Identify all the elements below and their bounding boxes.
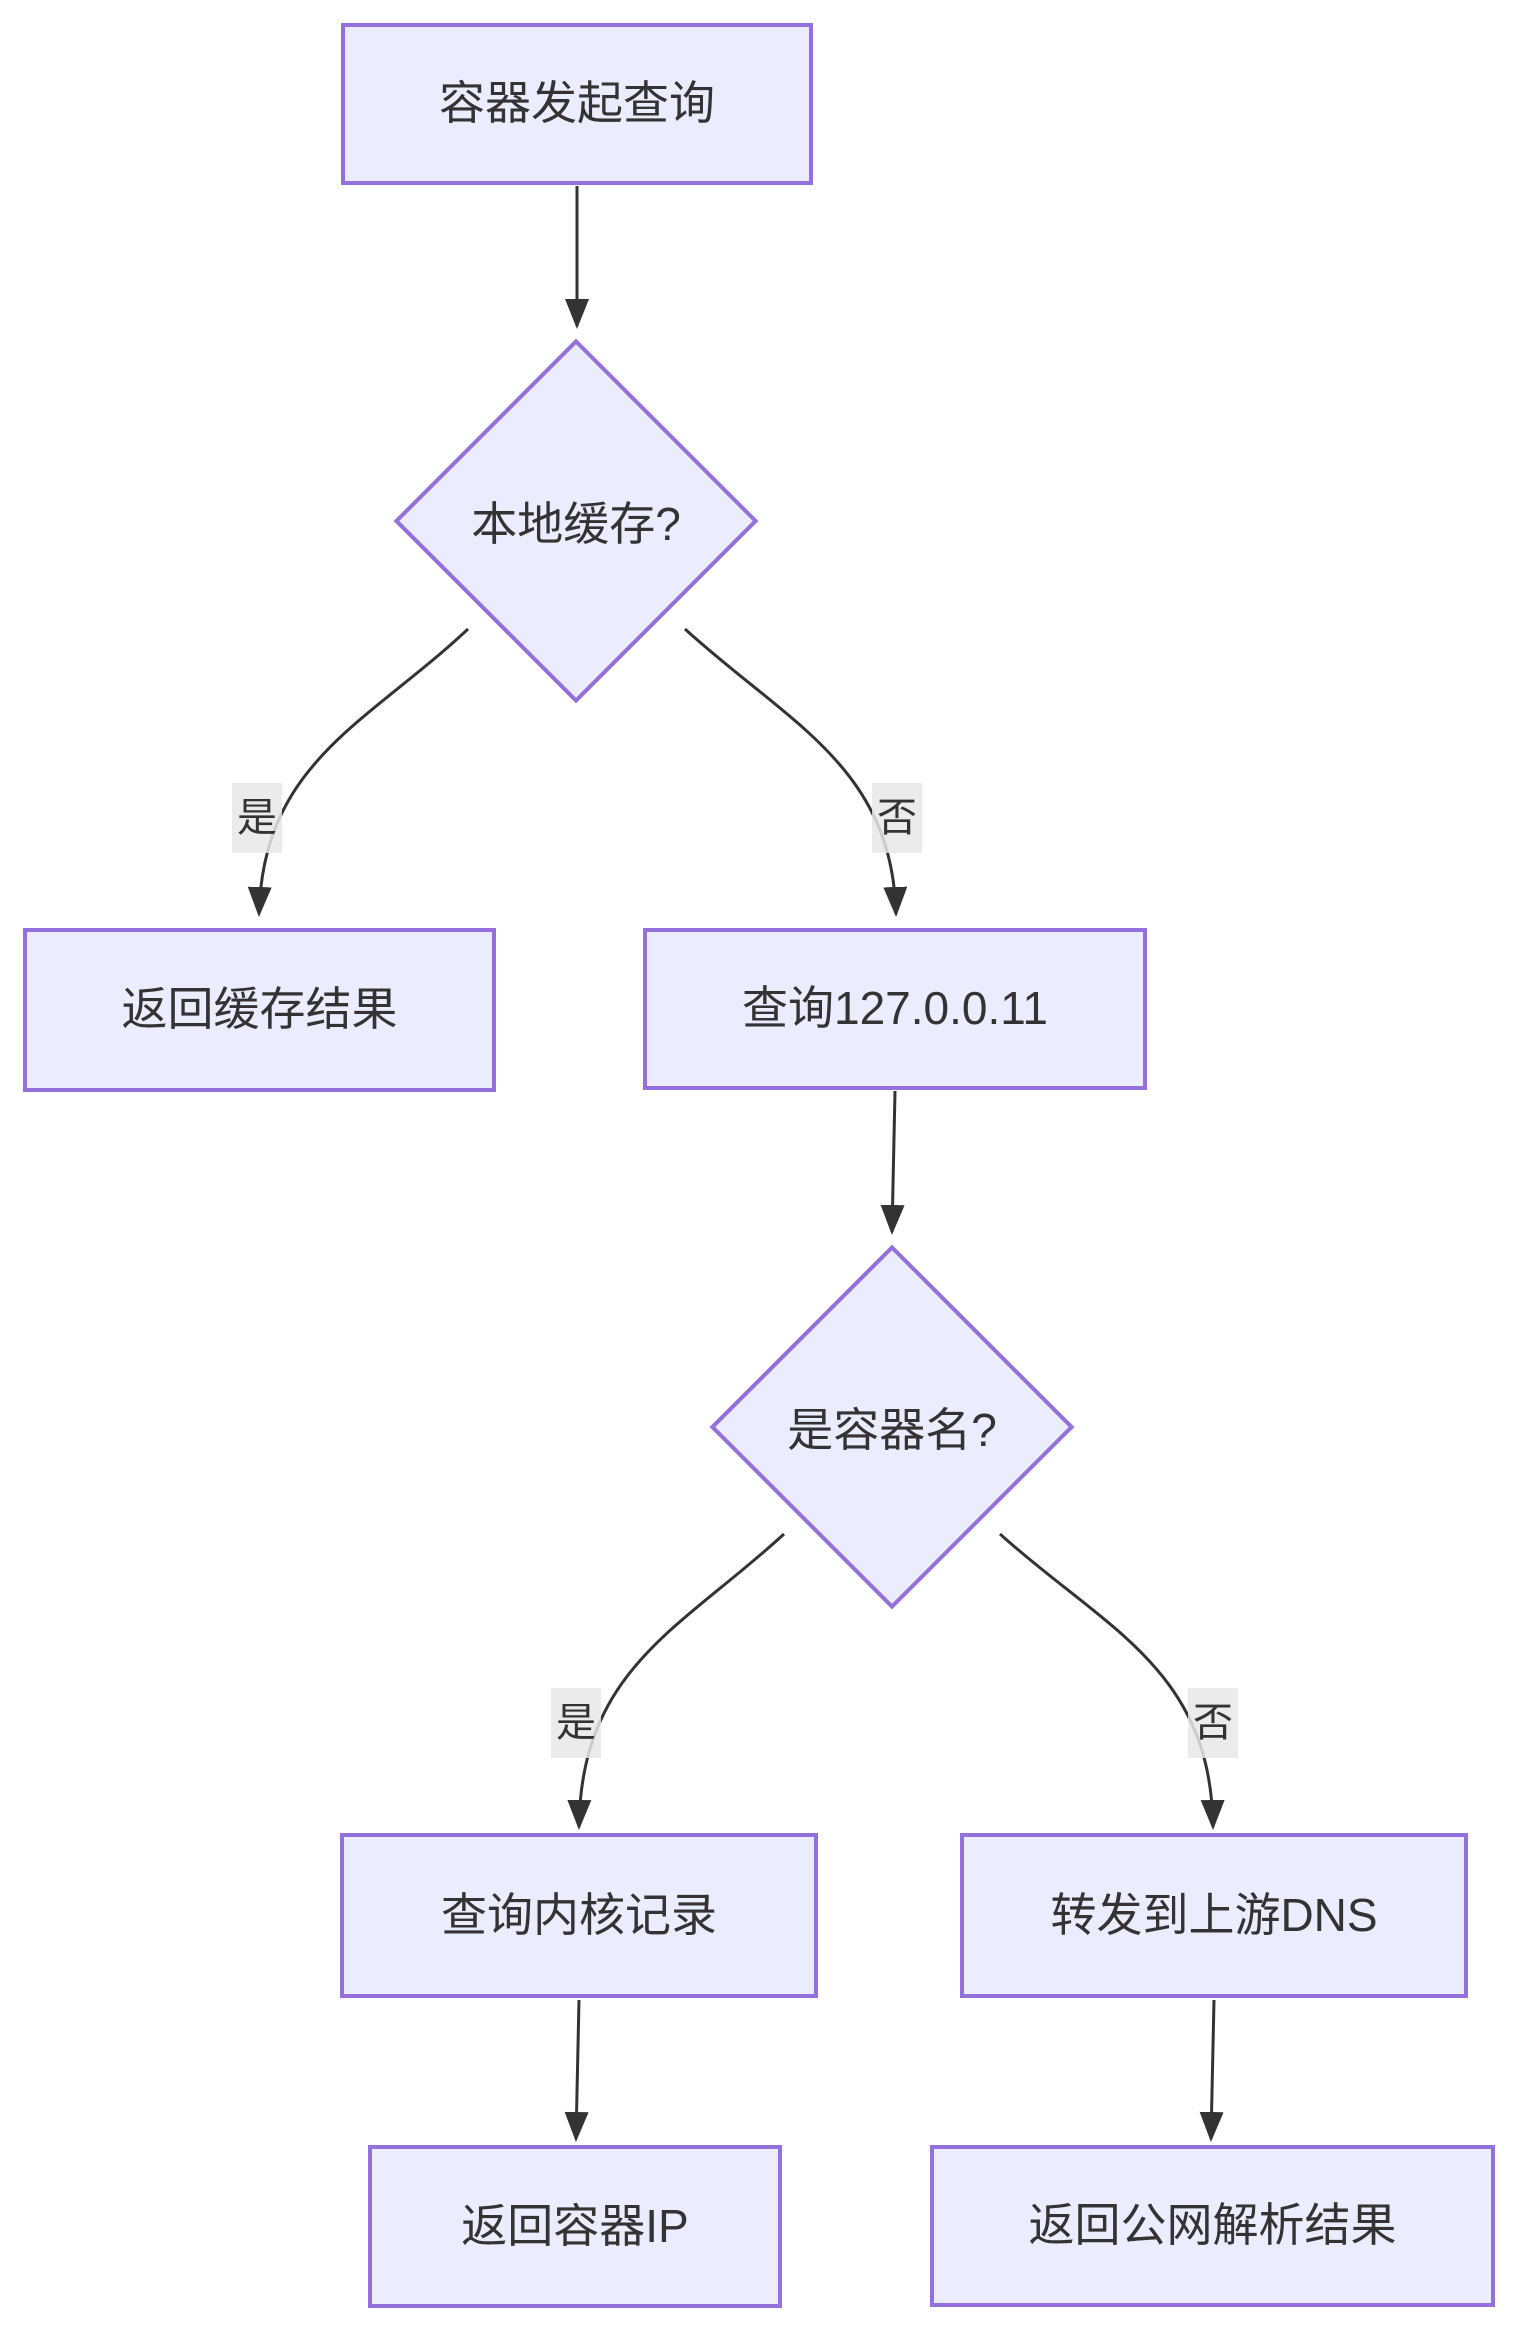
node-label: 返回缓存结果 — [121, 983, 398, 1036]
edge-forward-upstream-to-return-public-result — [1199, 1999, 1224, 2142]
node-return-container-ip: 返回容器IP — [368, 2145, 782, 2308]
node-query-127-0-0-11: 查询127.0.0.11 — [643, 928, 1147, 1090]
node-query-kernel-records: 查询内核记录 — [340, 1833, 818, 1998]
edge-local-cache-yes-to-return-cached — [247, 627, 470, 917]
node-label: 查询127.0.0.11 — [741, 982, 1048, 1035]
edge-local-cache-no-to-query-127 — [683, 627, 908, 917]
edge-query-kernel-to-return-container-ip — [564, 1999, 589, 2142]
node-local-cache-decision: 本地缓存? — [391, 336, 761, 706]
node-label: 本地缓存? — [471, 498, 681, 550]
node-label: 返回公网解析结果 — [1028, 2199, 1397, 2252]
node-is-container-name-decision: 是容器名? — [707, 1242, 1077, 1612]
node-return-cached-result: 返回缓存结果 — [23, 928, 496, 1092]
node-container-initiates-query: 容器发起查询 — [341, 23, 813, 185]
node-return-public-resolution-result: 返回公网解析结果 — [930, 2145, 1495, 2307]
node-forward-to-upstream-dns: 转发到上游DNS — [960, 1833, 1468, 1998]
edge-label-no-local-cache: 否 — [872, 783, 922, 853]
edge-is-container-name-yes-to-query-kernel — [567, 1532, 786, 1830]
edge-label-yes-local-cache: 是 — [232, 783, 282, 853]
edge-query-127-to-is-container-name — [880, 1090, 905, 1235]
edge-label-no-container-name: 否 — [1188, 1688, 1238, 1758]
edge-is-container-name-no-to-forward-upstream — [998, 1532, 1225, 1830]
node-label: 是容器名? — [787, 1404, 997, 1456]
node-label: 查询内核记录 — [441, 1888, 717, 1941]
node-label: 返回容器IP — [461, 2199, 689, 2252]
node-label: 转发到上游DNS — [1050, 1888, 1378, 1941]
edge-label-yes-container-name: 是 — [551, 1688, 601, 1758]
node-label: 容器发起查询 — [439, 77, 715, 130]
